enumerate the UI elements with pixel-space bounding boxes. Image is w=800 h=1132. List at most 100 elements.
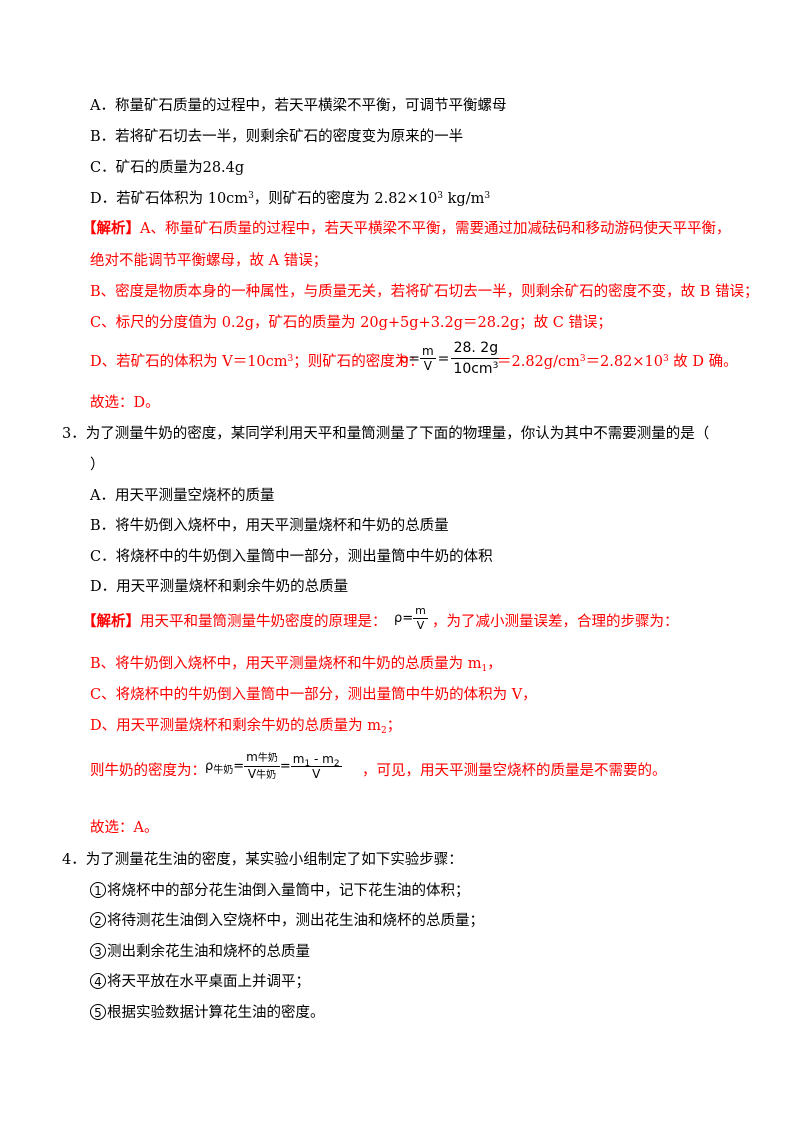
analysis-tag: 【解析】 bbox=[82, 220, 140, 237]
subscript-1: 1 bbox=[481, 664, 488, 674]
q3-analysis-intro-end-text: ，为了减小测量误差，合理的步骤为： bbox=[432, 614, 679, 630]
q3-density-post: ，可见，用天平测量空烧杯的质量是不需要的。 bbox=[362, 762, 667, 780]
option-c: C．矿石的质量为28.4g bbox=[90, 159, 244, 177]
step-number: 2 bbox=[90, 912, 106, 928]
sup-3: 3 bbox=[579, 354, 586, 364]
answer-q2: 故选：D。 bbox=[90, 394, 160, 412]
q3-density-pre-text: 则牛奶的密度为： bbox=[90, 763, 206, 779]
q3-analysis-intro-end: ，为了减小测量误差，合理的步骤为： bbox=[432, 613, 679, 631]
step-text: 测出剩余花生油和烧杯的总质量 bbox=[107, 944, 310, 960]
fraction-num: m bbox=[413, 604, 428, 619]
option-a: A．称量矿石质量的过程中，若天平横梁不平衡，可调节平衡螺母 bbox=[90, 97, 506, 115]
step-text: 根据实验数据计算花生油的密度。 bbox=[107, 1005, 325, 1021]
q3-analysis-intro: 【解析】用天平和量筒测量牛奶密度的原理是： bbox=[82, 613, 387, 631]
answer-q3-text: 故选：A。 bbox=[90, 820, 159, 836]
fraction-v: V bbox=[247, 767, 257, 781]
option-d: D．若矿石体积为 10cm3，则矿石的密度为 2.82×103 kg/m3 bbox=[90, 190, 490, 208]
fraction-num-value: 28. 2g bbox=[451, 338, 501, 359]
sub-2: 2 bbox=[333, 759, 340, 769]
answer-q2-text: 故选：D。 bbox=[90, 395, 160, 411]
question-3-stem-2: ） bbox=[90, 456, 105, 474]
analysis-b-text: B、密度是物质本身的一种属性，与质量无关，若将矿石切去一半，则剩余矿石的密度不变… bbox=[90, 284, 759, 300]
question-3-text-2: ） bbox=[90, 457, 105, 473]
sup-3: 3 bbox=[287, 354, 294, 364]
rho-symbol: ρ bbox=[400, 350, 409, 367]
sup-3: 3 bbox=[437, 191, 444, 201]
step-number: 3 bbox=[90, 943, 106, 959]
fraction-num: m bbox=[419, 344, 436, 359]
rho-symbol: ρ bbox=[394, 611, 403, 626]
q3-analysis-c: C、将烧杯中的牛奶倒入量筒中一部分，测出量筒中牛奶的体积为 V， bbox=[90, 686, 537, 704]
q3-density-pre: 则牛奶的密度为： bbox=[90, 762, 206, 780]
fraction-den-v: V bbox=[312, 767, 321, 781]
question-3-stem: 3．为了测量牛奶的密度，某同学利用天平和量筒测量了下面的物理量，你认为其中不需要… bbox=[62, 425, 709, 443]
sup-3: 3 bbox=[492, 361, 499, 371]
step-number: 4 bbox=[90, 973, 106, 989]
option-b: B．若将矿石切去一半，则剩余矿石的密度变为原来的一半 bbox=[90, 128, 463, 146]
fraction-den: V bbox=[416, 619, 425, 632]
subscript-2: 2 bbox=[380, 726, 387, 736]
q3-option-c-text: C．将烧杯中的牛奶倒入量筒中一部分，测出量筒中牛奶的体积 bbox=[90, 549, 493, 565]
fraction-m-sub: 牛奶 bbox=[257, 753, 278, 764]
question-4-text: 4．为了测量花生油的密度，某实验小组制定了如下实验步骤： bbox=[62, 852, 463, 868]
rho-subscript: 牛奶 bbox=[213, 765, 234, 776]
analysis-c-line: C、标尺的分度值为 0.2g，矿石的质量为 20g+5g+3.2g＝28.2g；… bbox=[90, 314, 612, 332]
option-d-text-1: D．若矿石体积为 10cm bbox=[90, 191, 249, 207]
analysis-d-text-1: D、若矿石的体积为 V＝10cm bbox=[90, 354, 288, 370]
q3-option-a-text: A．用天平测量空烧杯的质量 bbox=[90, 488, 275, 504]
fraction-den: V bbox=[423, 359, 432, 373]
q3-option-b-text: B．将牛奶倒入烧杯中，用天平测量烧杯和牛奶的总质量 bbox=[90, 518, 449, 534]
q3-analysis-c-text: C、将烧杯中的牛奶倒入量筒中一部分，测出量筒中牛奶的体积为 V， bbox=[90, 687, 537, 703]
option-a-text: A．称量矿石质量的过程中，若天平横梁不平衡，可调节平衡螺母 bbox=[90, 98, 507, 114]
q3-analysis-b-text: B、将牛奶倒入烧杯中，用天平测量烧杯和牛奶的总质量为 m bbox=[90, 656, 482, 672]
analysis-a-text-1: A、称量矿石质量的过程中，若天平横梁不平衡，需要通过加减砝码和移动游码使天平平衡… bbox=[140, 221, 731, 237]
analysis-d-result: ＝2.82g/cm3＝2.82×103 故 D 确。 bbox=[497, 353, 738, 371]
fraction-v-sub: 牛奶 bbox=[256, 770, 277, 781]
question-3-text: 3．为了测量牛奶的密度，某同学利用天平和量筒测量了下面的物理量，你认为其中不需要… bbox=[62, 426, 710, 442]
option-c-text: C．矿石的质量为28.4g bbox=[90, 160, 245, 176]
fraction-m: m bbox=[246, 750, 258, 764]
sup-3: 3 bbox=[484, 191, 491, 201]
q3-analysis-d-text: D、用天平测量烧杯和剩余牛奶的总质量为 m bbox=[90, 718, 381, 734]
analysis-a-line-1: 【解析】A、称量矿石质量的过程中，若天平横梁不平衡，需要通过加减砝码和移动游码使… bbox=[82, 220, 730, 238]
option-b-text: B．若将矿石切去一半，则剩余矿石的密度变为原来的一半 bbox=[90, 129, 464, 145]
analysis-b-line: B、密度是物质本身的一种属性，与质量无关，若将矿石切去一半，则剩余矿石的密度不变… bbox=[90, 283, 759, 301]
analysis-d-line: D、若矿石的体积为 V＝10cm3；则矿石的密度为： bbox=[90, 353, 424, 371]
step-number: 5 bbox=[90, 1004, 106, 1020]
sup-3: 3 bbox=[662, 354, 669, 364]
q3-density-post-text: ，可见，用天平测量空烧杯的质量是不需要的。 bbox=[362, 763, 667, 779]
q3-option-c: C．将烧杯中的牛奶倒入量筒中一部分，测出量筒中牛奶的体积 bbox=[90, 548, 493, 566]
analysis-a-text-2: 绝对不能调节平衡螺母，故 A 错误； bbox=[90, 253, 328, 269]
q3-option-d: D．用天平测量烧杯和剩余牛奶的总质量 bbox=[90, 578, 348, 596]
q3-option-b: B．将牛奶倒入烧杯中，用天平测量烧杯和牛奶的总质量 bbox=[90, 517, 449, 535]
sup-3: 3 bbox=[248, 191, 254, 201]
analysis-tag: 【解析】 bbox=[82, 613, 140, 630]
q3-analysis-intro-text: 用天平和量筒测量牛奶密度的原理是： bbox=[140, 614, 387, 630]
analysis-a-line-2: 绝对不能调节平衡螺母，故 A 错误； bbox=[90, 252, 327, 270]
minus-m: - m bbox=[310, 752, 334, 766]
step-text: 将待测花生油倒入空烧杯中，测出花生油和烧杯的总质量； bbox=[107, 913, 484, 929]
fraction-m1: m bbox=[292, 752, 305, 766]
semicolon: ； bbox=[386, 718, 402, 734]
step-text: 将烧杯中的部分花生油倒入量筒中，记下花生油的体积； bbox=[107, 883, 470, 899]
option-d-text-3: kg/m bbox=[443, 191, 485, 207]
option-d-text-2: ，则矿石的密度为 2.82×10 bbox=[253, 191, 438, 207]
analysis-d-text-3: ＝2.82g/cm bbox=[497, 354, 580, 370]
rho-symbol: ρ bbox=[205, 759, 214, 774]
q3-analysis-b: B、将牛奶倒入烧杯中，用天平测量烧杯和牛奶的总质量为 m1， bbox=[90, 655, 502, 674]
question-4-stem: 4．为了测量花生油的密度，某实验小组制定了如下实验步骤： bbox=[62, 851, 463, 869]
q3-option-a: A．用天平测量空烧杯的质量 bbox=[90, 487, 274, 505]
q3-option-d-text: D．用天平测量烧杯和剩余牛奶的总质量 bbox=[90, 579, 349, 595]
